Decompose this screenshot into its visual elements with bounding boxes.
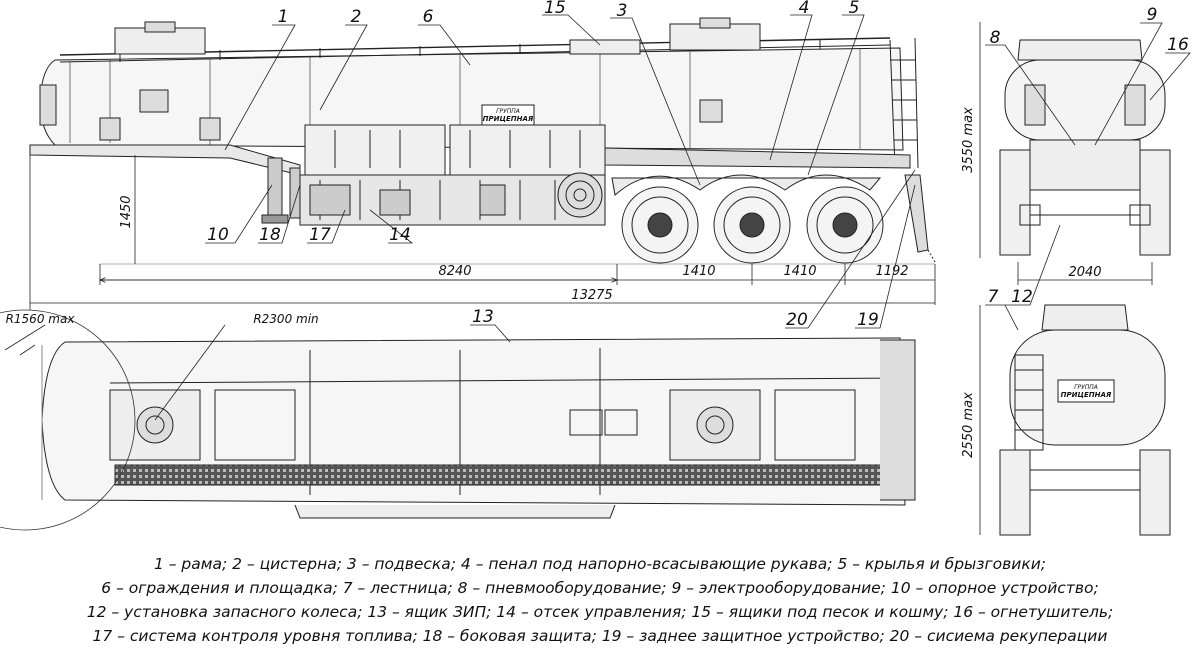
dim-r1560: R1560 max xyxy=(6,312,76,326)
dim-2550: 2550 max xyxy=(961,392,976,458)
callout-4: 4 xyxy=(799,0,810,18)
wheel xyxy=(713,186,791,264)
callout-16: 16 xyxy=(1167,35,1189,55)
dim-r2300: R2300 min xyxy=(253,312,318,326)
callout-3: 3 xyxy=(617,1,628,21)
brand-plate-rear: ГРУППА ПРИЦЕПНАЯ xyxy=(1061,384,1112,399)
callout-18: 18 xyxy=(259,225,281,245)
legend-line: 6 – ограждения и площадка; 7 – лестница;… xyxy=(101,579,1099,597)
rear-view xyxy=(999,39,1171,256)
wheel xyxy=(621,186,699,264)
legend: 1 – рама; 2 – цистерна; 3 – подвеска; 4 … xyxy=(0,552,1200,648)
callout-15: 15 xyxy=(544,0,566,18)
callout-20: 20 xyxy=(786,310,808,330)
callout-2: 2 xyxy=(351,7,362,27)
brand-plate-side: ГРУППА ПРИЦЕПНАЯ xyxy=(483,108,534,123)
callout-19: 19 xyxy=(857,310,879,330)
callout-leaders xyxy=(205,14,1191,343)
dim-1410-b: 1410 xyxy=(783,264,816,279)
callout-17: 17 xyxy=(309,225,331,245)
dim-1450: 1450 xyxy=(119,195,134,228)
dim-3550: 3550 max xyxy=(961,107,976,173)
callout-labels: 1 2 6 15 3 4 5 8 9 16 10 18 17 14 12 7 1… xyxy=(207,0,1189,330)
callout-5: 5 xyxy=(849,0,860,18)
side-dimensions xyxy=(29,150,936,310)
side-dimension-labels: 1450 8240 1410 1410 1192 13275 xyxy=(119,195,909,303)
callout-14: 14 xyxy=(389,225,411,245)
legend-line: 12 – установка запасного колеса; 13 – ящ… xyxy=(86,603,1114,621)
callout-9: 9 xyxy=(1147,5,1158,25)
dim-2040: 2040 xyxy=(1068,265,1101,280)
side-view xyxy=(29,17,936,265)
dim-8240: 8240 xyxy=(438,264,471,279)
dim-13275: 13275 xyxy=(571,288,612,303)
wheel xyxy=(806,186,884,264)
top-view xyxy=(0,309,916,531)
brand-line-1: ГРУППА xyxy=(496,108,520,115)
callout-12: 12 xyxy=(1011,287,1033,307)
legend-line: 1 – рама; 2 – цистерна; 3 – подвеска; 4 … xyxy=(153,555,1047,573)
callout-1: 1 xyxy=(278,7,289,27)
legend-line: 17 – система контроля уровня топлива; 18… xyxy=(92,627,1108,645)
technical-drawing: ГРУППА ПРИЦЕПНАЯ 1450 8240 1410 1410 119… xyxy=(0,0,1191,536)
brand-rear-line-2: ПРИЦЕПНАЯ xyxy=(1061,391,1112,399)
callout-8: 8 xyxy=(990,28,1001,48)
callout-6: 6 xyxy=(423,7,434,27)
callout-7: 7 xyxy=(988,287,999,307)
dim-1410-a: 1410 xyxy=(682,264,715,279)
top-dimension-labels: R1560 max R2300 min xyxy=(6,312,319,326)
rear-view-dimensions xyxy=(979,22,1153,285)
brand-rear-line-1: ГРУППА xyxy=(1074,384,1098,391)
top-view-dimensions xyxy=(4,324,226,421)
brand-line-2: ПРИЦЕПНАЯ xyxy=(483,115,534,123)
callout-10: 10 xyxy=(207,225,229,245)
dim-1192: 1192 xyxy=(875,264,908,279)
rear-dimension-labels: 3550 max 2040 xyxy=(961,107,1102,280)
callout-13: 13 xyxy=(472,307,494,327)
rear-view-2 xyxy=(999,304,1171,536)
